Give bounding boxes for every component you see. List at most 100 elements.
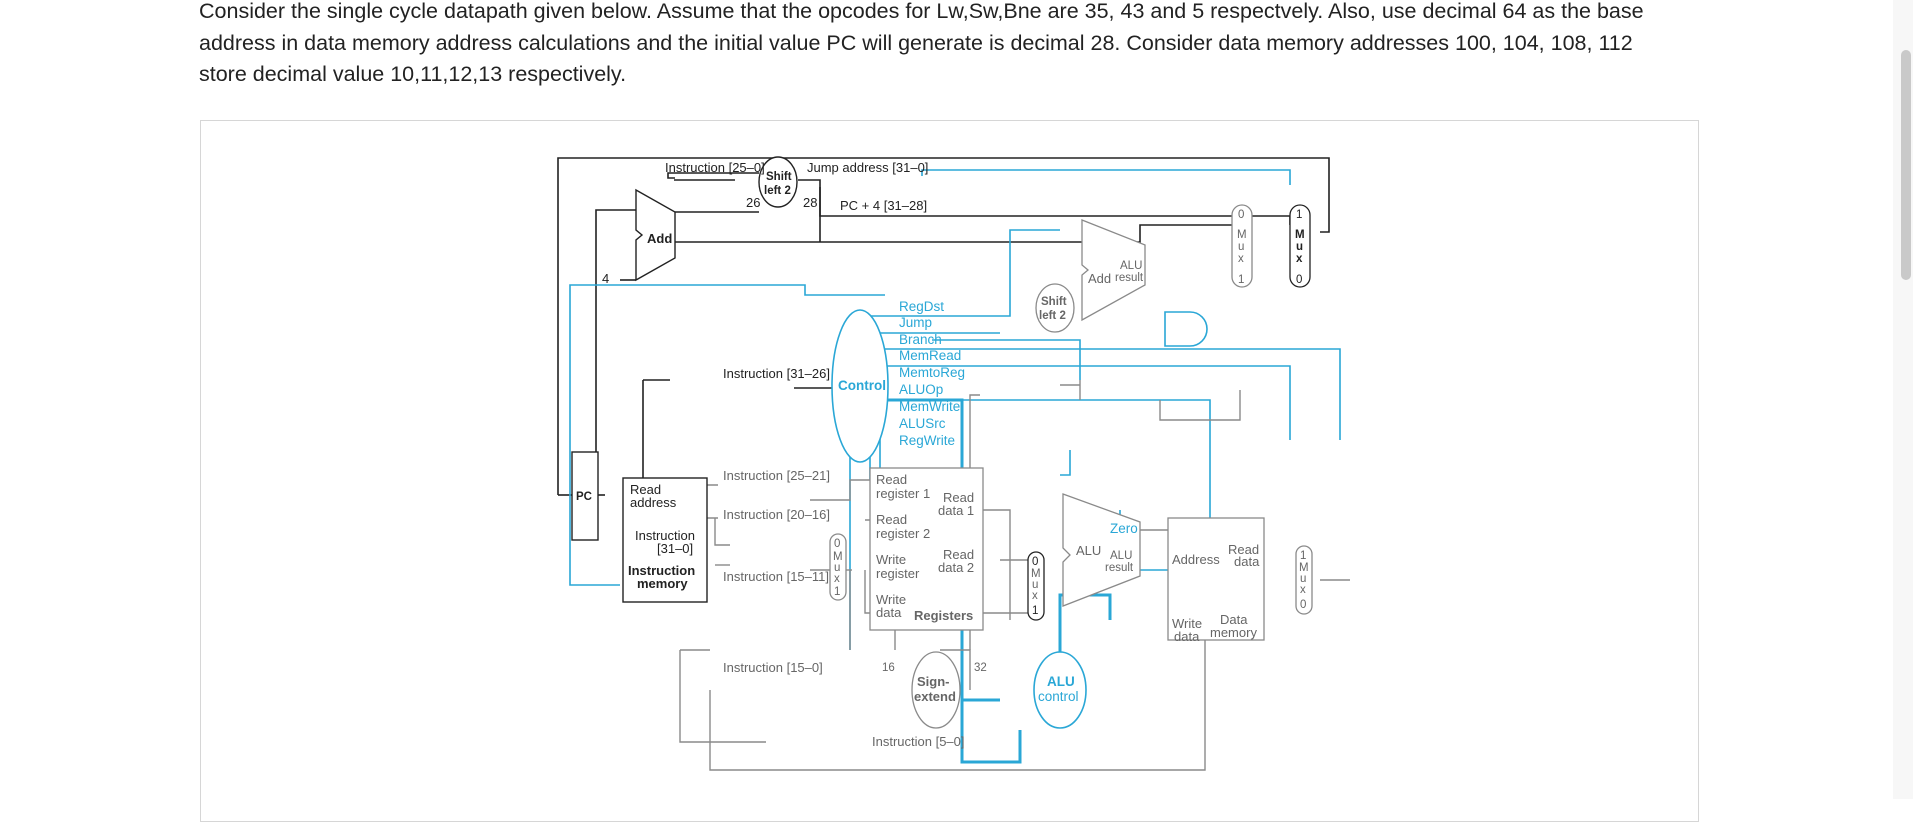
signal-memread: MemRead xyxy=(899,348,961,363)
mux-b-x: x xyxy=(1238,253,1244,265)
aluop-wire xyxy=(868,398,1022,764)
control-label: Control xyxy=(838,378,886,393)
signal-alusrc: ALUSrc xyxy=(899,416,946,431)
sign-extend xyxy=(911,651,961,729)
mux-rd-m: M xyxy=(833,551,843,563)
bits-28-label: 28 xyxy=(803,195,817,210)
mux-as-x: x xyxy=(1032,590,1038,602)
pc-label: PC xyxy=(576,491,592,503)
alu-label: ALU xyxy=(1076,543,1101,558)
instruction-memory xyxy=(622,477,708,603)
imem-31-0-label: [31–0] xyxy=(657,541,693,556)
imem-instruction-label: Instruction xyxy=(635,528,695,543)
wr-b: register xyxy=(876,566,920,581)
dm-write-b: data xyxy=(1174,629,1200,644)
bits-16-label: 16 xyxy=(882,662,895,674)
question-text: Consider the single cycle datapath given… xyxy=(199,0,1644,86)
imem-name-1: Instruction xyxy=(628,563,695,578)
dm-read-a: Read xyxy=(1228,542,1259,557)
mux-rd-1: 1 xyxy=(834,586,840,598)
mux-mr-x: x xyxy=(1300,584,1306,596)
rd2-b: data 2 xyxy=(938,560,974,575)
pc4-label: PC + 4 [31–28] xyxy=(840,198,927,213)
rr1-a: Read xyxy=(876,472,907,487)
alu-ctrl-label-1: ALU xyxy=(1047,674,1075,689)
mux-b-0: 0 xyxy=(1238,209,1244,221)
datapath-svg: Shift left 2 Instruction [25–0] Jump add… xyxy=(557,156,1350,771)
imem-name-2: memory xyxy=(637,576,688,591)
dm-name-a: Data xyxy=(1220,612,1248,627)
mux-as-u: u xyxy=(1032,579,1038,591)
branch-result-label: result xyxy=(1115,272,1144,284)
imem-address-label: address xyxy=(630,495,677,510)
mux-j-m: M xyxy=(1295,229,1305,241)
shift2-label2: left 2 xyxy=(1039,310,1066,322)
rd1-a: Read xyxy=(943,490,974,505)
imem-read-label: Read xyxy=(630,482,661,497)
dm-name-b: memory xyxy=(1210,625,1257,640)
shift-left-2-jump xyxy=(758,156,798,208)
mux-jump xyxy=(1289,204,1311,288)
instr-15-11-label: Instruction [15–11] xyxy=(723,569,829,584)
jump-address-label: Jump address [31–0] xyxy=(807,160,928,175)
signal-branch: Branch xyxy=(899,332,942,347)
alu-control xyxy=(1033,651,1087,729)
instr-5-0-label: Instruction [5–0] xyxy=(872,734,965,749)
add-label: Add xyxy=(647,231,672,246)
wr-a: Write xyxy=(876,552,906,567)
rr2-b: register 2 xyxy=(876,526,930,541)
alu-result-a: ALU xyxy=(1110,550,1132,562)
mux-rd-u: u xyxy=(834,562,840,574)
control-unit xyxy=(831,309,889,463)
registers-label: Registers xyxy=(914,608,973,623)
dm-address: Address xyxy=(1172,552,1220,567)
extend-label: extend xyxy=(914,689,956,704)
shift-label: Shift xyxy=(766,171,792,183)
rr2-a: Read xyxy=(876,512,907,527)
signal-regwrite: RegWrite xyxy=(899,433,955,448)
mux-j-u: u xyxy=(1296,241,1303,253)
mux-mr-0: 0 xyxy=(1300,599,1306,611)
signal-jump: Jump xyxy=(899,315,932,330)
shift-label2: left 2 xyxy=(764,185,791,197)
instr-31-26-label: Instruction [31–26] xyxy=(723,366,830,381)
shift2-label: Shift xyxy=(1041,296,1067,308)
instr-25-0-label: Instruction [25–0] xyxy=(665,160,765,175)
data-memory xyxy=(1167,517,1265,641)
mux-as-0: 0 xyxy=(1032,556,1038,568)
control-signal-labels: RegDst Jump Branch MemRead MemtoReg ALUO… xyxy=(899,299,965,448)
alu-result-b: result xyxy=(1105,562,1134,574)
and-gate xyxy=(1164,311,1208,347)
branch-add-label: Add xyxy=(1088,271,1111,286)
mux-rd-0: 0 xyxy=(834,538,840,550)
mux-mr-m: M xyxy=(1299,562,1309,574)
mux-alusrc xyxy=(1027,551,1045,621)
scrollbar-thumb[interactable] xyxy=(1901,50,1911,280)
mux-branch xyxy=(1231,204,1253,288)
rr1-b: register 1 xyxy=(876,486,930,501)
wd-b: data xyxy=(876,605,902,620)
mux-b-m: M xyxy=(1237,229,1247,241)
alu-zero-label: Zero xyxy=(1110,521,1138,536)
register-file xyxy=(869,467,984,631)
mux-regdst xyxy=(829,533,847,601)
datapath-diagram: Shift left 2 Instruction [25–0] Jump add… xyxy=(550,150,1370,785)
mux-b-u: u xyxy=(1238,241,1244,253)
bits-26-label: 26 xyxy=(746,195,760,210)
branch-alu-label: ALU xyxy=(1120,260,1142,272)
branch-adder xyxy=(1081,219,1146,322)
pc-adder xyxy=(635,188,676,282)
bits-32-label: 32 xyxy=(974,662,987,674)
shift-left-2-branch xyxy=(1035,283,1075,333)
alu-ctrl-label-2: control xyxy=(1038,689,1079,704)
dm-read-b: data xyxy=(1234,554,1260,569)
sign-label: Sign- xyxy=(917,674,950,689)
control-wires xyxy=(569,169,1341,650)
instr-25-21-label: Instruction [25–21] xyxy=(723,468,830,483)
mux-b-1: 1 xyxy=(1238,274,1244,286)
mux-mr-1: 1 xyxy=(1300,550,1306,562)
mux-j-x: x xyxy=(1296,253,1303,265)
signal-memwrite: MemWrite xyxy=(899,399,960,414)
mux-memtoreg xyxy=(1295,545,1313,615)
main-alu xyxy=(1062,493,1141,607)
